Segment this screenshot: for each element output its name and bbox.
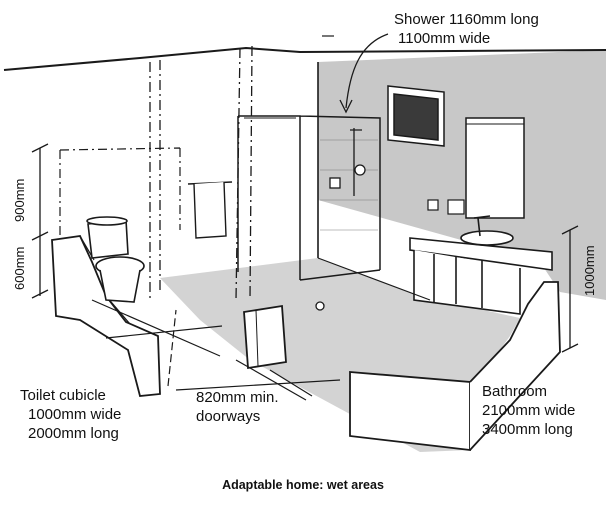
doorway-label: doorways bbox=[196, 408, 261, 425]
figure-caption: Adaptable home: wet areas bbox=[222, 478, 384, 492]
toilet-length-label: 2000mm long bbox=[28, 425, 119, 442]
shower-width-label: 1100mm wide bbox=[398, 30, 491, 47]
light-switch bbox=[447, 199, 465, 215]
toilet-cubicle-wall bbox=[51, 235, 161, 397]
doorway-post bbox=[243, 304, 287, 370]
bathroom-side-wall bbox=[469, 281, 561, 451]
vanity-unit bbox=[409, 215, 553, 315]
bathroom-front-wall bbox=[349, 371, 471, 452]
dim-600-label: 600mm bbox=[12, 246, 27, 290]
shower-length-label: Shower 1160mm long bbox=[394, 11, 539, 28]
bathroom-length-label: 3400mm long bbox=[482, 421, 573, 438]
doorway-annotation: 820mm min. doorways bbox=[196, 388, 279, 426]
bathroom-label: Bathroom bbox=[482, 383, 548, 400]
shower-fittings bbox=[315, 128, 366, 311]
toilet-annotation: Toilet cubicle 1000mm wide 2000mm long bbox=[20, 386, 121, 443]
toilet-cubicle-label: Toilet cubicle bbox=[20, 387, 106, 404]
shower-annotation: Shower 1160mm long 1100mm wide bbox=[394, 10, 539, 48]
left-wall-corner-line bbox=[149, 60, 161, 300]
doorway-width-label: 820mm min. bbox=[196, 389, 279, 406]
toilet bbox=[86, 216, 145, 303]
toilet-wall-outline bbox=[59, 147, 181, 236]
window bbox=[387, 85, 445, 147]
toilet-width-label: 1000mm wide bbox=[28, 406, 122, 423]
floor-dimension-lines bbox=[91, 257, 431, 401]
towel-rail bbox=[187, 181, 233, 239]
shower-screen bbox=[237, 115, 381, 281]
mirror bbox=[465, 117, 525, 219]
power-outlet bbox=[427, 199, 439, 211]
shower-leader-line bbox=[345, 33, 389, 109]
dim-1000-label: 1000mm bbox=[582, 245, 597, 296]
dim-900-label: 900mm bbox=[12, 178, 27, 222]
shower-tiles bbox=[320, 139, 378, 231]
bathroom-annotation: Bathroom 2100mm wide 3400mm long bbox=[482, 382, 575, 439]
bathroom-width-label: 2100mm wide bbox=[482, 402, 576, 419]
left-height-dimension bbox=[31, 143, 49, 299]
ceiling-line bbox=[3, 46, 606, 71]
right-height-dimension bbox=[561, 225, 579, 353]
